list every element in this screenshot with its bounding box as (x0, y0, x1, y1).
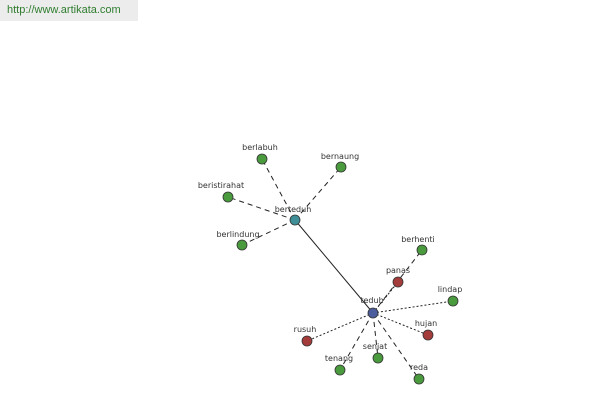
edge-teduh-hujan (372, 312, 429, 336)
node-marker-rusuh[interactable] (301, 335, 313, 347)
node-marker-lindap[interactable] (447, 295, 459, 307)
node-label-lindap[interactable]: lindap (438, 285, 463, 294)
graph-edges (227, 158, 454, 380)
node-label-berteduh[interactable]: berteduh (275, 205, 312, 214)
edge-teduh-berteduh (294, 219, 374, 314)
node-berlindung[interactable]: berlindung (216, 230, 260, 251)
node-marker-panas[interactable] (392, 276, 404, 288)
node-marker-berteduh[interactable] (289, 214, 301, 226)
edge-teduh-senjat (372, 312, 379, 359)
node-marker-tenang[interactable] (334, 364, 346, 376)
node-label-berlabuh[interactable]: berlabuh (242, 143, 278, 152)
node-rusuh[interactable]: rusuh (294, 325, 317, 347)
edge-teduh-rusuh (306, 312, 374, 342)
node-marker-berlindung[interactable] (236, 239, 248, 251)
node-marker-teduh[interactable] (367, 307, 379, 319)
edge-berteduh-beristirahat (227, 196, 296, 221)
node-label-senjat[interactable]: senjat (363, 342, 387, 351)
node-teduh[interactable]: teduh (360, 296, 384, 319)
node-label-tenang[interactable]: tenang (325, 354, 353, 363)
node-lindap[interactable]: lindap (438, 285, 463, 307)
node-tenang[interactable]: tenang (325, 354, 353, 376)
node-label-bernaung[interactable]: bernaung (321, 152, 359, 161)
edge-teduh-reda (372, 312, 420, 380)
graph-nodes: teduh berteduh berlabuh bernaung beristiraha… (198, 143, 463, 385)
node-marker-hujan[interactable] (422, 329, 434, 341)
node-label-teduh[interactable]: teduh (360, 296, 383, 305)
node-label-rusuh[interactable]: rusuh (294, 325, 317, 334)
source-url-link[interactable]: http://www.artikata.com (0, 0, 138, 21)
node-berhenti[interactable]: berhenti (401, 235, 435, 256)
node-marker-senjat[interactable] (372, 352, 384, 364)
node-berlabuh[interactable]: berlabuh (242, 143, 278, 165)
edge-teduh-panas (372, 281, 399, 314)
node-marker-berhenti[interactable] (416, 244, 428, 256)
node-berteduh[interactable]: berteduh (275, 205, 312, 226)
node-label-hujan[interactable]: hujan (415, 319, 437, 328)
node-label-berhenti[interactable]: berhenti (401, 235, 435, 244)
node-label-beristirahat[interactable]: beristirahat (198, 181, 244, 190)
source-url-text: http://www.artikata.com (7, 4, 121, 16)
node-label-panas[interactable]: panas (386, 266, 410, 275)
node-label-reda[interactable]: reda (410, 363, 428, 372)
node-beristirahat[interactable]: beristirahat (198, 181, 244, 203)
edge-berteduh-bernaung (294, 166, 342, 221)
node-marker-beristirahat[interactable] (222, 191, 234, 203)
node-marker-reda[interactable] (413, 373, 425, 385)
edge-berteduh-berlabuh (261, 158, 296, 221)
node-reda[interactable]: reda (410, 363, 428, 385)
edge-berteduh-berlindung (241, 219, 296, 246)
node-panas[interactable]: panas (386, 266, 410, 288)
node-senjat[interactable]: senjat (363, 342, 387, 364)
node-hujan[interactable]: hujan (415, 319, 437, 341)
node-bernaung[interactable]: bernaung (321, 152, 359, 173)
node-label-berlindung[interactable]: berlindung (216, 230, 259, 239)
edge-teduh-tenang (339, 312, 374, 371)
node-marker-berlabuh[interactable] (256, 153, 268, 165)
node-marker-bernaung[interactable] (335, 161, 347, 173)
edge-teduh-lindap (372, 300, 454, 314)
